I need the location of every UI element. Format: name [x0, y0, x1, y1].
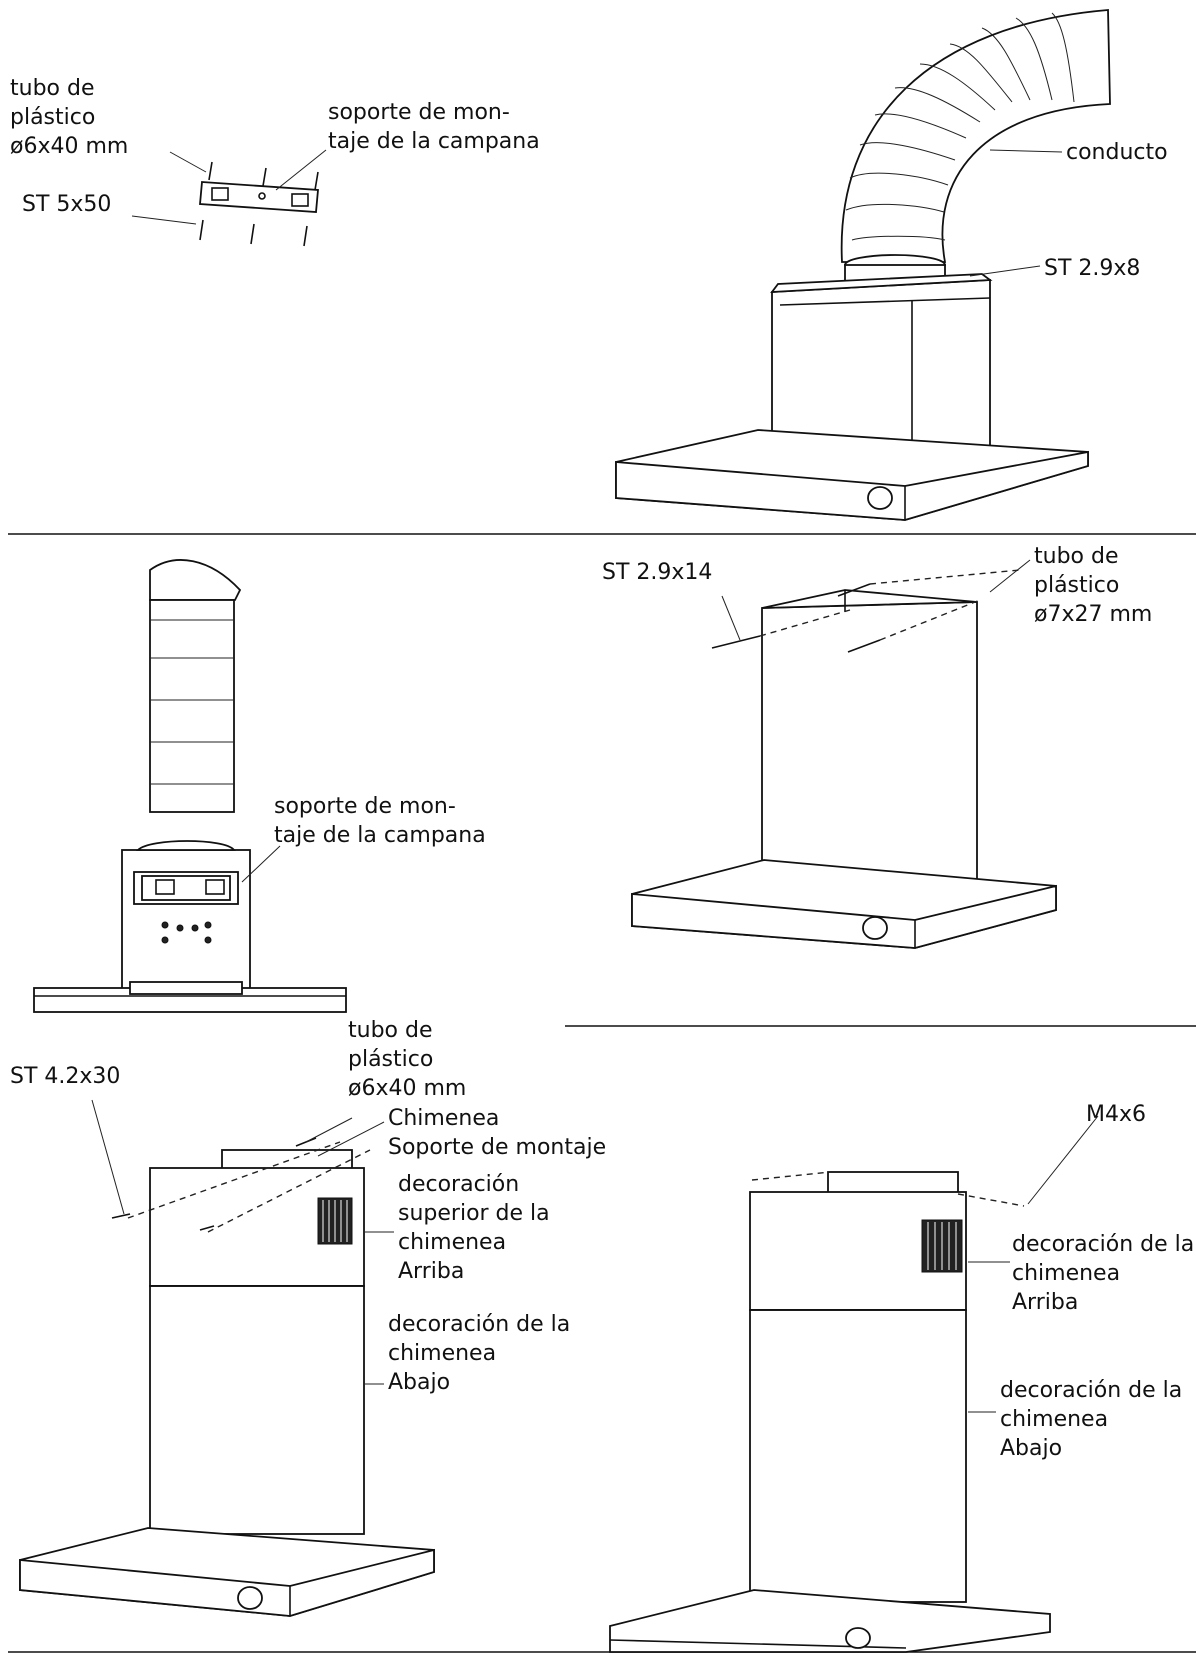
panel1-bracket-drawing: [131, 149, 327, 247]
vent-grille: [317, 1197, 353, 1245]
duct-vertical: [149, 559, 242, 601]
bracket-slot-left: [211, 187, 229, 201]
label-screw-st5x50: ST 5x50: [22, 192, 112, 217]
panel3-front-view-drawing: [33, 559, 347, 1013]
panel6-final-assembly-drawing: [609, 1115, 1099, 1653]
duct: [840, 9, 1111, 263]
screw-bottom-1: [199, 219, 204, 241]
label-screw-m4x6: M4x6: [1086, 1102, 1146, 1127]
panel2-hood-duct-drawing: [615, 9, 1111, 521]
panel4-chimney-drawing: [631, 559, 1057, 949]
label-mounting-bracket-2: soporte de mon-taje de la campana: [274, 794, 486, 848]
screw-bottom-2: [250, 223, 255, 245]
screw-top-3: [314, 171, 319, 191]
label-screw-st2-9x14: ST 2.9x14: [602, 560, 713, 585]
label-screw-st2-9x8: ST 2.9x8: [1044, 256, 1141, 281]
panel5-chimney-deco-drawing: [19, 1099, 435, 1617]
bracket-slot-right: [291, 193, 309, 207]
screw-top-2: [262, 167, 267, 187]
label-duct: conducto: [1066, 140, 1168, 165]
vent-grille-2: [921, 1219, 963, 1273]
label-mounting-bracket-1: soporte de mon-taje de la campana: [328, 100, 540, 154]
screw-top-1: [208, 161, 213, 181]
label-screw-st4-2x30: ST 4.2x30: [10, 1064, 121, 1089]
screw-bottom-3: [303, 225, 308, 247]
